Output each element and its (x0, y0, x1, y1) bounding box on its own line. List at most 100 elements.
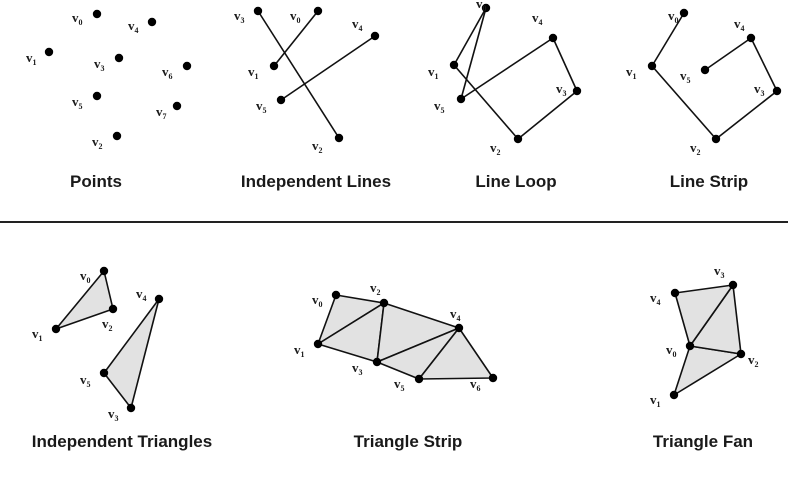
line-loop-vertex-2 (513, 134, 523, 144)
line-strip-vertex-2 (711, 134, 721, 144)
line-strip-vertex-label-2: v2 (690, 140, 701, 157)
independent-lines-vertex-label-3: v3 (234, 8, 245, 25)
triangle-strip-vertex-0 (331, 290, 341, 300)
line-loop-line-4 (460, 37, 554, 100)
line-loop-vertex-4 (548, 33, 558, 43)
independent-triangles-vertex-label-1: v1 (32, 326, 43, 343)
points-vertex-label-1: v1 (26, 50, 37, 67)
triangle-fan-vertex-0 (685, 341, 695, 351)
triangle-strip-vertex-1 (313, 339, 323, 349)
points-vertex-4 (147, 17, 157, 27)
independent-triangles-triangle-1 (103, 298, 160, 409)
triangle-fan-vertex-4 (670, 288, 680, 298)
independent-triangles-triangle-0 (55, 270, 114, 330)
points-vertex-7 (172, 101, 182, 111)
line-loop-vertex-label-1: v1 (428, 64, 439, 81)
points-vertex-label-2: v2 (92, 134, 103, 151)
points-vertex-label-0: v0 (72, 10, 83, 27)
line-strip-vertex-4 (746, 33, 756, 43)
independent-lines-vertex-label-0: v0 (290, 8, 301, 25)
line-loop-vertex-1 (449, 60, 459, 70)
line-strip-vertex-0 (679, 8, 689, 18)
independent-triangles-vertex-label-4: v4 (136, 286, 147, 303)
independent-lines-line-2 (280, 35, 376, 101)
line-strip-vertex-label-0: v0 (668, 8, 679, 25)
line-strip-vertex-3 (772, 86, 782, 96)
line-loop-caption: Line Loop (475, 172, 556, 191)
independent-lines-line-0 (273, 10, 319, 67)
triangle-strip-vertex-2 (379, 298, 389, 308)
points-vertex-1 (44, 47, 54, 57)
vertices-layer (44, 3, 782, 413)
points-vertex-label-3: v3 (94, 56, 105, 73)
independent-triangles-vertex-4 (154, 294, 164, 304)
line-strip-vertex-1 (647, 61, 657, 71)
line-loop-vertex-label-3: v3 (556, 81, 567, 98)
triangle-strip-vertex-label-0: v0 (312, 292, 323, 309)
points-vertex-label-4: v4 (128, 18, 139, 35)
independent-lines-vertex-label-1: v1 (248, 64, 259, 81)
triangle-strip-vertex-label-5: v5 (394, 376, 405, 393)
line-loop-line-1 (453, 64, 519, 140)
line-strip-vertex-label-3: v3 (754, 81, 765, 98)
points-vertex-label-7: v7 (156, 104, 167, 121)
line-loop-vertex-3 (572, 86, 582, 96)
triangle-strip-vertex-5 (414, 374, 424, 384)
points-vertex-label-5: v5 (72, 94, 83, 111)
independent-lines-vertex-3 (253, 6, 263, 16)
edges-layer (257, 7, 778, 140)
filled-triangles-layer (55, 270, 742, 409)
triangle-fan-vertex-label-1: v1 (650, 392, 661, 409)
points-caption: Points (70, 172, 122, 191)
line-strip-line-2 (715, 90, 778, 140)
independent-triangles-vertex-2 (108, 304, 118, 314)
triangle-strip-vertex-label-3: v3 (352, 360, 363, 377)
line-loop-vertex-5 (456, 94, 466, 104)
triangle-strip-caption: Triangle Strip (354, 432, 463, 451)
triangle-strip-vertex-label-6: v6 (470, 376, 481, 393)
triangle-fan-triangle-0 (673, 345, 742, 396)
points-vertex-6 (182, 61, 192, 71)
independent-triangles-caption: Independent Triangles (32, 432, 212, 451)
points-vertex-label-6: v6 (162, 64, 173, 81)
line-loop-line-5 (460, 7, 487, 100)
independent-triangles-vertex-label-0: v0 (80, 268, 91, 285)
line-strip-vertex-label-4: v4 (734, 16, 745, 33)
points-vertex-3 (114, 53, 124, 63)
independent-lines-vertex-2 (334, 133, 344, 143)
triangle-strip-triangle-4 (418, 327, 494, 380)
independent-lines-line-1 (257, 10, 340, 139)
line-strip-line-4 (704, 37, 752, 71)
triangle-fan-vertex-label-2: v2 (748, 352, 759, 369)
triangle-strip-vertex-4 (454, 323, 464, 333)
independent-lines-vertex-0 (313, 6, 323, 16)
independent-triangles-vertex-5 (99, 368, 109, 378)
line-strip-line-0 (651, 12, 685, 67)
line-loop-vertex-label-0: v0 (476, 0, 487, 13)
independent-triangles-vertex-1 (51, 324, 61, 334)
independent-triangles-vertex-3 (126, 403, 136, 413)
line-strip-line-1 (651, 65, 717, 140)
triangle-strip-vertex-label-2: v2 (370, 280, 381, 297)
triangle-strip-vertex-6 (488, 373, 498, 383)
triangle-fan-vertex-label-3: v3 (714, 263, 725, 280)
independent-lines-caption: Independent Lines (241, 172, 391, 191)
triangle-strip-vertex-3 (372, 357, 382, 367)
triangle-strip-vertex-label-4: v4 (450, 306, 461, 323)
independent-triangles-vertex-0 (99, 266, 109, 276)
line-loop-vertex-label-4: v4 (532, 10, 543, 27)
independent-lines-vertex-label-2: v2 (312, 138, 323, 155)
independent-lines-vertex-4 (370, 31, 380, 41)
line-strip-vertex-label-1: v1 (626, 64, 637, 81)
independent-triangles-vertex-label-5: v5 (80, 372, 91, 389)
points-vertex-5 (92, 91, 102, 101)
triangle-fan-caption: Triangle Fan (653, 432, 753, 451)
line-loop-vertex-label-2: v2 (490, 140, 501, 157)
independent-lines-vertex-1 (269, 61, 279, 71)
triangle-fan-vertex-2 (736, 349, 746, 359)
independent-lines-vertex-label-5: v5 (256, 98, 267, 115)
triangle-fan-triangle-2 (674, 284, 734, 347)
line-strip-line-3 (750, 37, 778, 92)
points-vertex-0 (92, 9, 102, 19)
